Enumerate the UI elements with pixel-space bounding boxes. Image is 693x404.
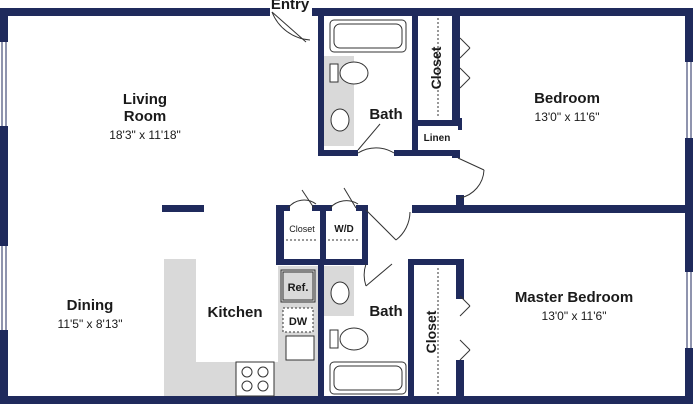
upper-bath-fixtures [329,19,407,132]
bathtub-upper [329,19,407,53]
living-room-dimensions: 18'3" x 11'18" [109,128,181,142]
dining-name: Dining [67,297,114,314]
doors [271,11,485,361]
kitchen-name: Kitchen [207,304,262,321]
linen-name: Linen [424,133,451,144]
living-room-name-line1: Living [123,91,167,108]
refrigerator [280,269,316,303]
upper-closet-name: Closet [428,46,444,89]
sink-lower [330,281,350,305]
master-bedroom-name: Master Bedroom [515,289,633,306]
lower-bath-fixtures [329,281,407,395]
toilet-lower [339,327,369,351]
sink-upper [330,108,350,132]
lower-bath-name: Bath [369,303,402,320]
bedroom-dimensions: 13'0" x 11'6" [535,110,600,124]
master-bedroom-dimensions: 13'0" x 11'6" [542,309,607,323]
dining-dimensions: 11'5" x 8'13" [58,317,123,331]
stove [235,361,275,397]
walls [0,8,693,404]
lower-closet-name: Closet [423,310,439,353]
bathtub-lower [329,361,407,395]
living-room-name-line2: Room [124,108,167,125]
entry-label: Entry [271,0,310,13]
bedroom-name: Bedroom [534,90,600,107]
windows [0,42,693,348]
dishwasher [282,307,314,333]
kitchen-sink [285,335,315,361]
washer-dryer-name: W/D [334,224,353,235]
kitchen-appliances [235,269,316,397]
refrigerator-name: Ref. [288,282,309,294]
hall-closet-name: Closet [289,224,315,234]
toilet-upper [339,61,369,85]
dishwasher-name: DW [289,316,308,328]
closet-rods [286,18,439,394]
upper-bath-name: Bath [369,106,402,123]
